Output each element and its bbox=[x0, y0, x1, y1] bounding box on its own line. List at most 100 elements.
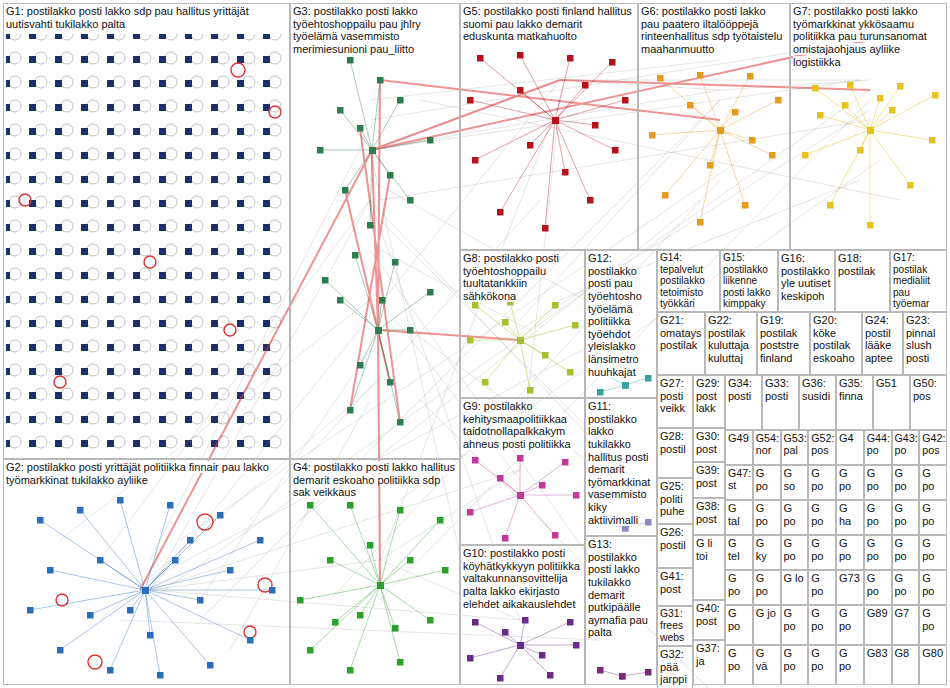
group-box: G27: posti veikk bbox=[657, 375, 693, 428]
cross-group-edges bbox=[60, 40, 900, 688]
group-label: G li toi bbox=[696, 537, 713, 562]
group-label: G po bbox=[728, 572, 740, 597]
group-label: G40: post bbox=[696, 602, 720, 627]
group-box: G po bbox=[808, 645, 836, 685]
group-label: G so bbox=[784, 467, 796, 492]
group-label: G po bbox=[784, 607, 796, 632]
group-label: G20: köke postilak eskoaho bbox=[813, 314, 855, 364]
group-box: G po bbox=[808, 500, 836, 535]
group-box: G33: posti bbox=[762, 375, 799, 430]
group-box: G2: postilakko posti yrittäjät politiikk… bbox=[3, 459, 290, 685]
group-box: G ky bbox=[753, 535, 781, 570]
group-label: G73 bbox=[839, 572, 860, 584]
group-label: G19: postilak poststre finland bbox=[760, 314, 799, 364]
group-box: G6: postilakko posti lakko pau paatero i… bbox=[638, 3, 790, 250]
group-box: G po bbox=[753, 570, 781, 605]
group-label: G49 bbox=[728, 432, 749, 444]
group-label: G3: postilakko posti lakko työehtoshoppa… bbox=[293, 5, 421, 55]
group-label: G po bbox=[756, 572, 768, 597]
group-box: G po bbox=[919, 500, 947, 535]
group-box: G36: susidi bbox=[799, 375, 836, 430]
group-box: G26: postil bbox=[657, 524, 693, 568]
group-box: G7: postilakko posti lakko työmarkkinat … bbox=[790, 3, 947, 250]
group-box: G po bbox=[864, 570, 892, 605]
group-label: G po bbox=[867, 572, 879, 597]
group-box: G so bbox=[781, 465, 809, 500]
group-label: G18: postilak bbox=[838, 252, 875, 277]
group-box: G11: postilakko lakko tukilakko hallitus… bbox=[585, 398, 657, 536]
group-label: G2: postilakko posti yrittäjät politiikk… bbox=[6, 461, 269, 486]
group-box: G19: postilak poststre finland bbox=[757, 312, 810, 375]
group-box: G tel bbox=[725, 535, 753, 570]
group-label: G5: postilakko posti finland hallitus su… bbox=[463, 5, 632, 42]
group-label: G ky bbox=[756, 537, 767, 562]
cluster-g6 bbox=[652, 75, 778, 222]
group-label: G po bbox=[756, 502, 768, 527]
group-label: G35: finna bbox=[839, 377, 863, 402]
group-box: G po bbox=[753, 465, 781, 500]
cluster-g3 bbox=[320, 60, 430, 422]
group-label: G29: post lakk bbox=[696, 377, 720, 414]
group-label: G15: postilakko liikenne posti lakko kim… bbox=[723, 252, 771, 309]
group-label: G po bbox=[839, 537, 851, 562]
group-label: G44: po bbox=[867, 432, 890, 456]
group-label: G po bbox=[922, 502, 934, 527]
group-box: G73 bbox=[836, 570, 864, 605]
cluster-g13 bbox=[600, 670, 648, 676]
group-box: G30: post bbox=[693, 428, 725, 462]
group-label: G83 bbox=[867, 647, 888, 659]
group-label: G po bbox=[867, 502, 879, 527]
group-label: G22: postilak kuluttaja kuluttaj bbox=[708, 314, 749, 364]
group-label: G24: postil lääke aptee bbox=[865, 314, 893, 364]
group-label: G po bbox=[895, 572, 907, 597]
group-box: G po bbox=[781, 645, 809, 685]
group-label: G54: nor bbox=[756, 432, 779, 456]
group-box: G po bbox=[836, 645, 864, 685]
group-label: G po bbox=[756, 467, 768, 492]
group-box: G12: postilakko posti pau työehtosho työ… bbox=[585, 250, 657, 398]
group-label: G13: postilakko posti lakko tukilakko de… bbox=[588, 538, 648, 638]
group-label: G7: postilakko posti lakko työmarkkinat … bbox=[793, 5, 927, 68]
group-label: G po bbox=[839, 607, 851, 632]
group-label: G po bbox=[811, 537, 823, 562]
group-box: G15: postilakko liikenne posti lakko kim… bbox=[720, 250, 778, 312]
group-box: G16: postilakko yle uutiset keskipoh bbox=[778, 250, 835, 312]
group-label: G80 bbox=[922, 647, 943, 659]
group-label: G lo bbox=[784, 572, 804, 584]
group-box: G34: posti bbox=[725, 375, 762, 430]
group-box: G89 bbox=[864, 605, 892, 645]
group-label: G30: post bbox=[696, 430, 720, 455]
group-label: G po bbox=[922, 537, 934, 562]
group-box: G po bbox=[808, 535, 836, 570]
group-box: G25: politi puhe bbox=[657, 478, 693, 524]
group-box: G po bbox=[781, 605, 809, 645]
group-box: G32: pää jarppi bbox=[657, 646, 693, 688]
group-label: G po bbox=[811, 502, 823, 527]
group-label: G po bbox=[839, 467, 851, 492]
group-box: G17: postilak medialiit pau työemar bbox=[890, 250, 947, 312]
group-box: G53: pal bbox=[781, 430, 809, 465]
group-box: G3: postilakko posti lakko työehtoshoppa… bbox=[290, 3, 460, 459]
group-label: G po bbox=[811, 607, 823, 632]
group-label: G po bbox=[784, 537, 796, 562]
group-label: G8: postilakko posti työehtoshoppailu tu… bbox=[463, 252, 559, 302]
group-box: G49 bbox=[725, 430, 753, 465]
group-box: G29: post lakk bbox=[693, 375, 725, 428]
group-label: G89 bbox=[867, 607, 888, 619]
group-box: G5: postilakko posti finland hallitus su… bbox=[460, 3, 638, 250]
cluster-g8 bbox=[470, 302, 575, 390]
group-box: G39: post bbox=[693, 462, 725, 498]
cluster-g2 bbox=[30, 500, 272, 675]
group-box: G41: post bbox=[657, 568, 693, 606]
group-box: G13: postilakko posti lakko tukilakko de… bbox=[585, 536, 657, 685]
group-box: G42: pos bbox=[919, 430, 947, 465]
group-label: G28: postil bbox=[660, 430, 686, 455]
group-box: G vä bbox=[753, 645, 781, 685]
cluster-g10 bbox=[470, 620, 576, 678]
group-label: G42: pos bbox=[922, 432, 945, 456]
group-label: G50: pos bbox=[913, 377, 937, 402]
group-box: G po bbox=[836, 535, 864, 570]
group-label: G17: postilak medialiit pau työemar bbox=[893, 252, 930, 309]
group-label: G39: post bbox=[696, 464, 720, 489]
group-label: G14: tepalvelut postilakko tetoimisto ty… bbox=[660, 252, 705, 309]
